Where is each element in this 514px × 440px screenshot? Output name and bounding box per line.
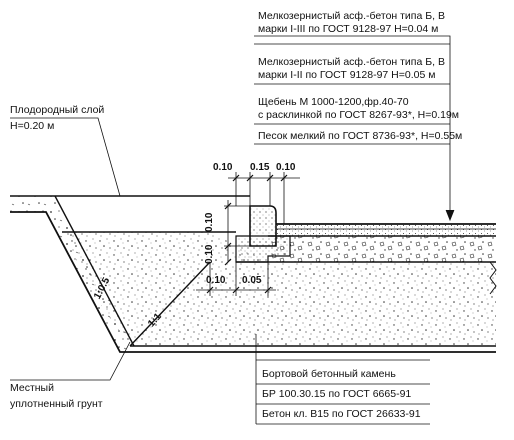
asphalt-layer-top: [276, 224, 494, 229]
topsoil-layer: [10, 196, 134, 352]
cut-slope-outer: [10, 211, 496, 353]
dim-bottom-left: 0.10: [206, 275, 226, 286]
dim-vert-lower: 0.10: [204, 244, 215, 264]
gravel-layer: [268, 236, 494, 262]
ground-label-line2: уплотненный грунт: [10, 398, 103, 410]
layer-label-3-line2: с расклинкой по ГОСТ 8267-93*, H=0.19м: [258, 109, 460, 121]
dim-top-right: 0.10: [276, 162, 296, 173]
layer-label-3-line1: Щебень М 1000-1200,фр.40-70: [258, 96, 409, 108]
curb-line2: Бетон кл. В15 по ГОСТ 26633-91: [262, 408, 421, 420]
layer-label-1-line2: марки I-III по ГОСТ 9128-97 H=0.04 м: [258, 23, 439, 35]
layer-label-2-line1: Мелкозернистый асф.-бетон типа Б, В: [258, 56, 445, 68]
sand-slope-inner: [129, 261, 211, 347]
topsoil-label-line2: H=0.20 м: [10, 120, 55, 132]
asphalt-layer-bottom: [276, 229, 494, 236]
curb-stone: [249, 205, 277, 247]
sand-layer: [62, 232, 496, 346]
leader-asphalt-top: [254, 35, 451, 218]
dim-vert-upper: 0.10: [204, 212, 215, 232]
curb-line1: БР 100.30.15 по ГОСТ 6665-91: [262, 388, 412, 400]
leader-ground: [10, 341, 131, 381]
cut-slope-inner: [54, 195, 135, 347]
dim-top-left: 0.10: [213, 162, 233, 173]
layer-label-1-line1: Мелкозернистый асф.-бетон типа Б, В: [258, 10, 445, 22]
layer-label-4: Песок мелкий по ГОСТ 8736-93*, H=0.55м: [258, 130, 463, 142]
leader-topsoil: [10, 117, 121, 197]
curb-title: Бортовой бетонный камень: [262, 368, 396, 380]
break-line: [489, 261, 497, 295]
dim-top-mid: 0.15: [250, 162, 270, 173]
dim-bottom-right: 0.05: [242, 275, 262, 286]
topsoil-label-line1: Плодородный слой: [10, 104, 105, 116]
ground-label-line1: Местный: [10, 382, 54, 394]
layer-label-2-line2: марки I-II по ГОСТ 9128-97 H=0.05 м: [258, 69, 436, 81]
